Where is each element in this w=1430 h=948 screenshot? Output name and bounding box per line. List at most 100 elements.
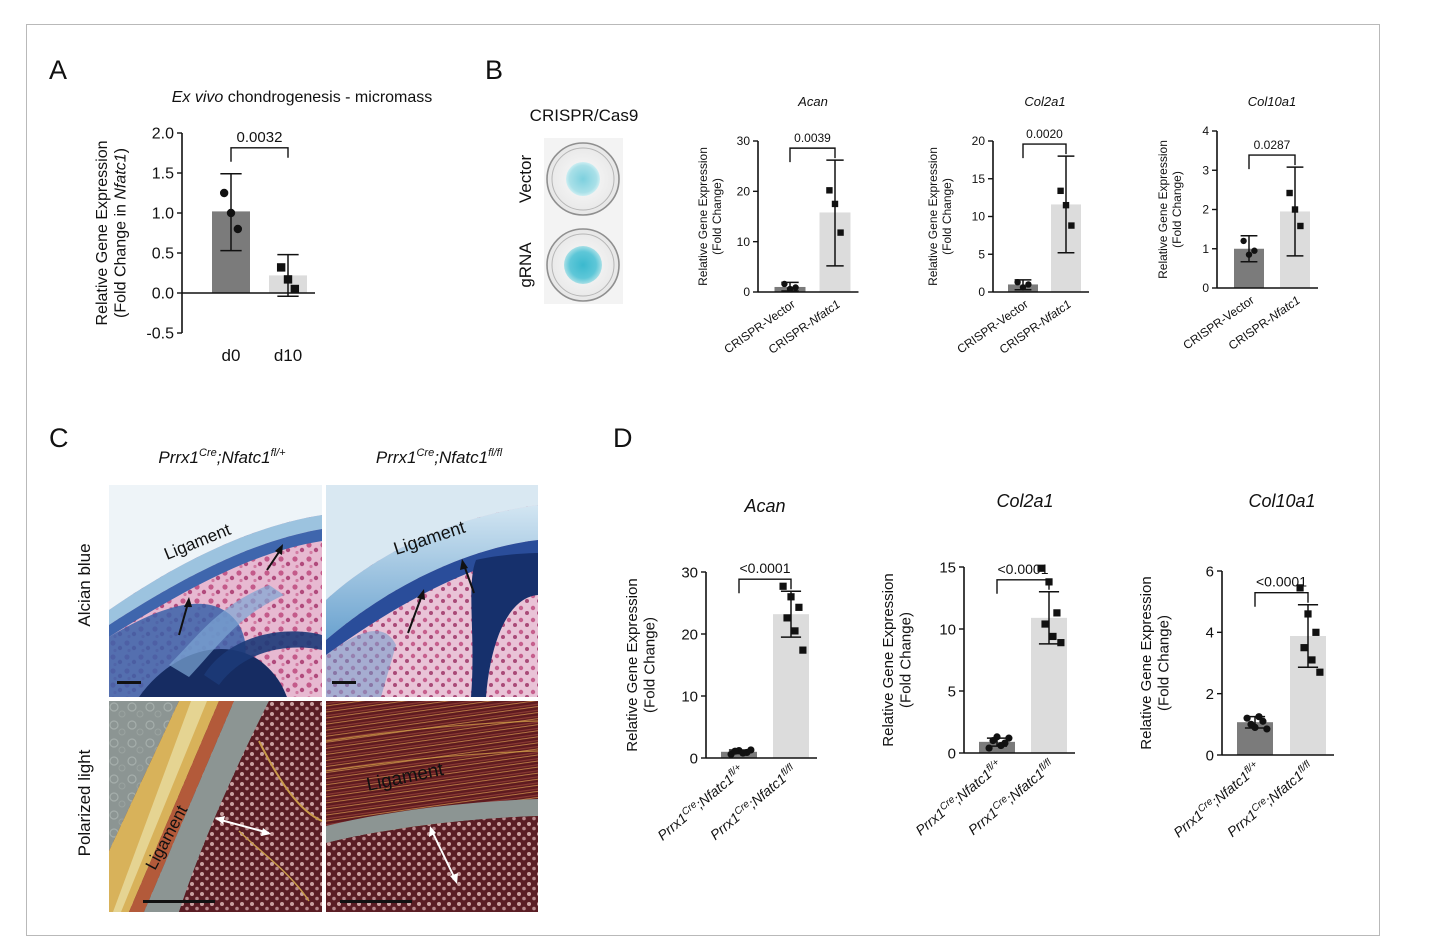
chart-b-col10a1-p-value: 0.0287 <box>1254 138 1291 152</box>
chart-d-acan-category-label-1: Prrx1Cre;Nfatc1fl/fl <box>707 762 800 843</box>
chart-d-acan-ylabel-line2: (Fold Change) <box>641 617 658 713</box>
chart-b-col10a1-y-tick-label: 2 <box>1202 203 1209 217</box>
crispr-wells-image: CRISPR/Cas9 Vector gRNA <box>516 106 638 304</box>
row-label-grna: gRNA <box>516 242 535 288</box>
chart-b-col10a1-ylabel-line2: (Fold Change) <box>1170 171 1184 248</box>
chart-d-acan-point-1-5 <box>799 646 807 654</box>
chart-b-col2a1-category-label-0: CRISPR-Vector <box>954 297 1030 356</box>
chart-d-acan-point-1-1 <box>787 593 795 601</box>
chart-a-ylabel-line2: (Fold Change in Nfatc1) <box>112 148 129 318</box>
chart-b-col2a1-significance-bracket <box>1022 143 1067 159</box>
chart-d-col2a1-point-1-3 <box>1041 620 1049 628</box>
chart-d-col10a1-title: Col10a1 <box>1248 491 1315 511</box>
chart-d-col2a1-y-tick-label: 15 <box>939 559 956 576</box>
chart-a-significance-bracket <box>230 147 289 162</box>
chart-b-col2a1-y-tick-label: 20 <box>972 134 986 148</box>
chart-d-col10a1-point-0-5 <box>1263 725 1271 733</box>
chart-d-col2a1-category-label-0: Prrx1Cre;Nfatc1fl/+ <box>912 757 1005 838</box>
chart-d-col2a1-point-1-5 <box>1057 639 1065 647</box>
tile-polarized-fl-fl: Ligament <box>326 701 538 912</box>
chart-b-col10a1-point-0-2 <box>1251 247 1258 254</box>
chart-b-acan-ylabel-line2: (Fold Change) <box>710 178 724 255</box>
chart-b-col10a1-ylabel-line1: Relative Gene Expression <box>1156 140 1170 279</box>
chart-b-col2a1-y-tick-label: 0 <box>978 285 985 299</box>
chart-d-col2a1-y-tick-label: 10 <box>939 621 956 638</box>
stain-spot-vector <box>566 162 600 196</box>
chart-a-point-0-1 <box>226 208 236 218</box>
chart-d-col2a1-ylabel-line2: (Fold Change) <box>897 612 914 708</box>
chart-b-col10a1-y-tick-label: 0 <box>1202 281 1209 295</box>
chart-b-col2a1-point-0-2 <box>1025 281 1032 288</box>
chart-d-col10a1-ylabel-line2: (Fold Change) <box>1155 615 1172 711</box>
chart-b-col10a1-point-0-1 <box>1245 251 1253 258</box>
chart-d-col10a1-point-0-4 <box>1255 713 1263 721</box>
chart-a-y-tick-label: 2.0 <box>152 126 174 143</box>
chart-a-y-tick-label: -0.5 <box>146 326 174 343</box>
chart-d-acan-y-tick-label: 30 <box>681 564 698 581</box>
histology-image: Prrx1Cre;Nfatc1fl/+ Prrx1Cre;Nfatc1fl/fl… <box>75 447 538 912</box>
chart-d-col10a1-category-label-0: Prrx1Cre;Nfatc1fl/+ <box>1170 759 1263 840</box>
chart-d-col10a1-y-tick-label: 6 <box>1206 563 1214 580</box>
chart-d-col10a1-point-0-3 <box>1247 720 1255 728</box>
chart-b-col10a1-title: Col10a1 <box>1248 94 1296 109</box>
chart-b-col2a1-point-1-0 <box>1057 187 1064 195</box>
chart-a-y-tick-label: 1.0 <box>152 206 174 223</box>
chart-d-acan-y-tick-label: 10 <box>681 688 698 705</box>
chart-b-acan-p-value: 0.0039 <box>794 131 831 145</box>
chart-d-col2a1-point-0-4 <box>997 741 1005 750</box>
chart-a-point-1-2 <box>290 284 300 294</box>
chart-d-col10a1-ylabel-line1: Relative Gene Expression <box>1138 576 1155 749</box>
chart-d-col2a1-point-0-3 <box>989 737 997 745</box>
crispr-title: CRISPR/Cas9 <box>530 106 639 125</box>
chart-d-col10a1-significance-bracket <box>1254 592 1309 607</box>
chart-b-col2a1-point-1-1 <box>1062 201 1070 209</box>
chart-b-col2a1-ylabel-line1: Relative Gene Expression <box>926 147 940 286</box>
panel-letter-b: B <box>485 55 503 85</box>
chart-a-point-0-2 <box>233 224 243 234</box>
panel-letter-a: A <box>49 55 67 85</box>
chart-d-col10a1-point-0-0 <box>1243 714 1251 722</box>
chart-b-acan-y-tick-label: 30 <box>737 134 751 148</box>
chart-b-col10a1-point-1-2 <box>1297 222 1304 230</box>
chart-d-col2a1-point-0-0 <box>985 744 993 752</box>
chart-b-col10a1-point-1-0 <box>1286 189 1293 197</box>
row-label-vector: Vector <box>516 155 535 204</box>
chart-a-y-tick-label: 0.5 <box>152 246 174 263</box>
chart-b-acan-y-tick-label: 10 <box>737 235 751 249</box>
row-label-alcian: Alcian blue <box>75 543 94 626</box>
chart-d-acan-point-1-3 <box>783 614 791 622</box>
chart-d-col10a1-point-1-3 <box>1300 644 1308 652</box>
chart-d-col2a1-title: Col2a1 <box>996 491 1053 511</box>
tile-alcian-fl-plus: Ligament <box>109 485 322 697</box>
chart-d-col2a1-point-1-4 <box>1049 632 1057 641</box>
chart-b-col2a1-y-tick-label: 5 <box>978 247 985 261</box>
chart-d-col10a1-point-1-2 <box>1312 628 1320 636</box>
chart-b-col10a1-significance-bracket <box>1248 154 1296 170</box>
chart-d-acan-point-1-4 <box>791 627 799 635</box>
chart-a-category-label-0: d0 <box>222 346 241 365</box>
chart-b-col2a1-title: Col2a1 <box>1024 94 1065 109</box>
chart-d-acan-y-tick-label: 20 <box>681 626 698 643</box>
chart-d-acan-point-1-0 <box>779 582 787 590</box>
chart-d-acan-bar-1 <box>773 614 809 758</box>
chart-a-point-0-0 <box>219 188 229 198</box>
chart-d-acan-title: Acan <box>743 496 785 516</box>
chart-d-acan-p-value: <0.0001 <box>740 560 791 576</box>
chart-a-point-1-1 <box>283 275 293 284</box>
chart-b-acan-y-tick-label: 20 <box>737 185 751 199</box>
chart-a-point-1-0 <box>276 263 286 272</box>
chart-d-acan-bar-0 <box>721 751 757 758</box>
chart-d-col10a1-point-1-4 <box>1308 656 1316 664</box>
chart-a-title: Ex vivo chondrogenesis - micromass <box>172 89 433 106</box>
well-grna-ring <box>551 233 615 297</box>
chart-b-acan-point-1-2 <box>837 229 844 236</box>
chart-b-acan-significance-bracket <box>789 147 836 163</box>
chart-a-category-label-1: d10 <box>274 346 302 365</box>
